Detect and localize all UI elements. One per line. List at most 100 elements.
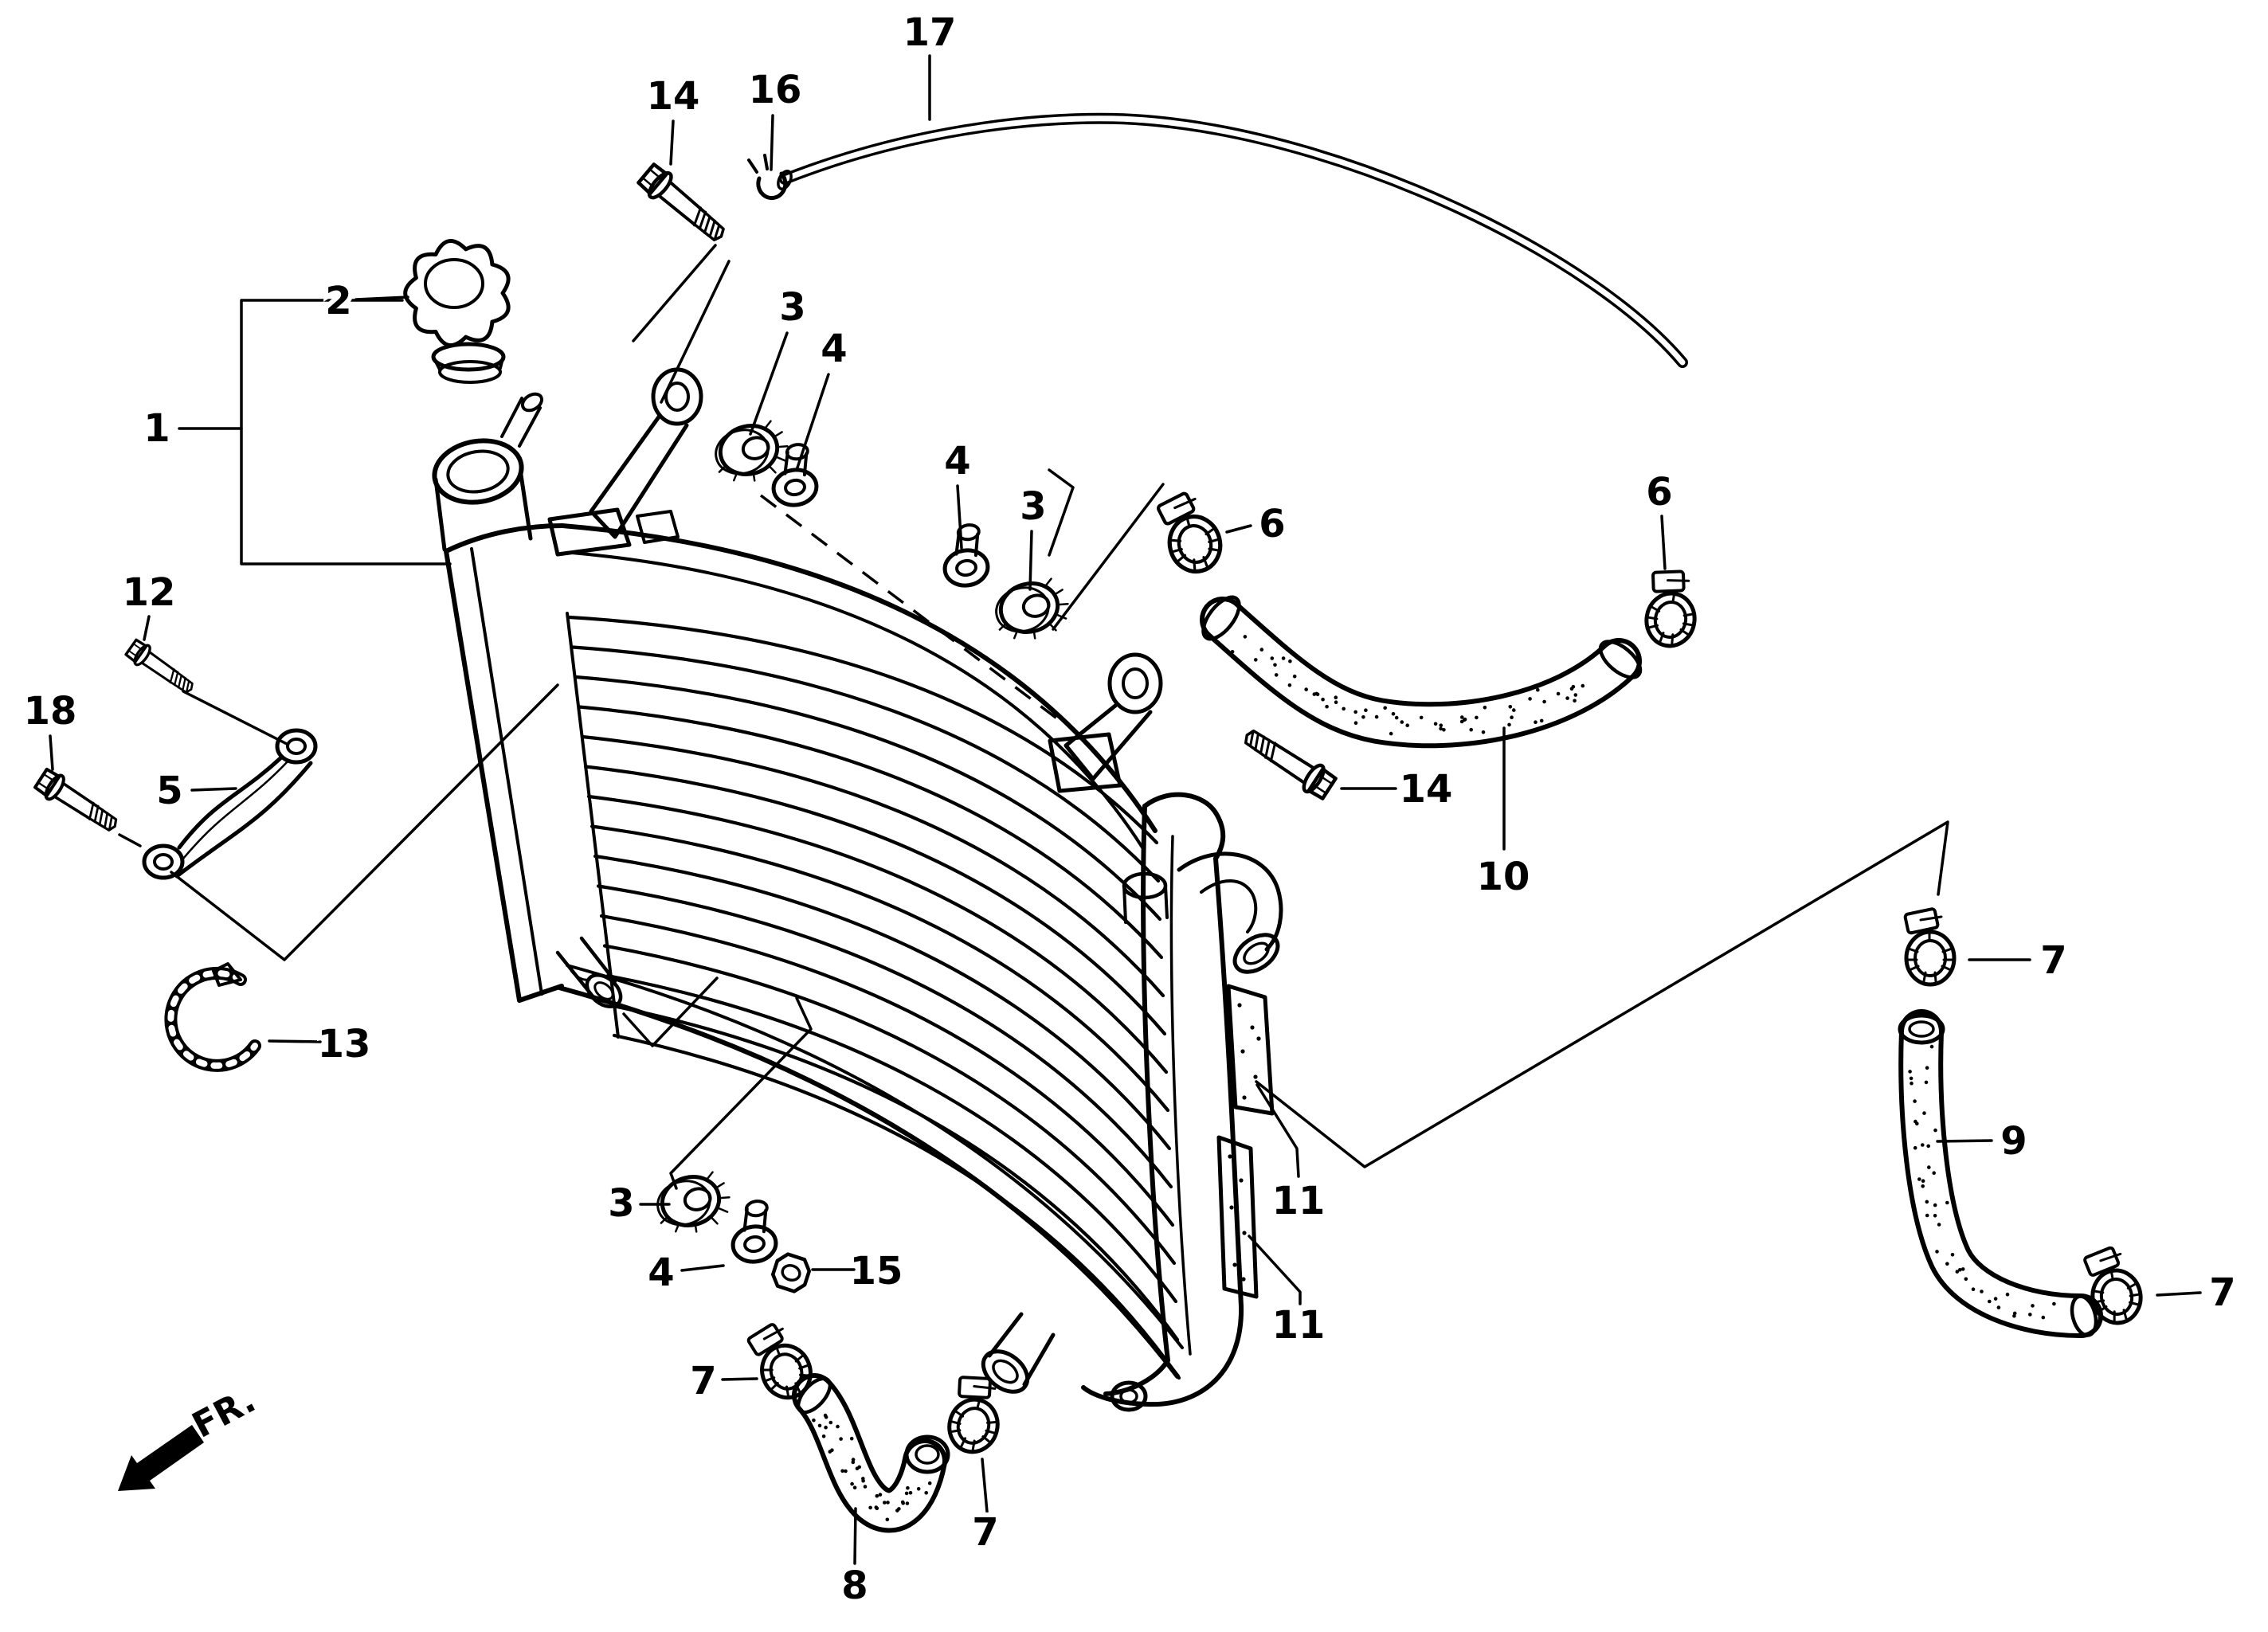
stipple-dot (1391, 712, 1396, 716)
part-number-label-15-24: 15 (850, 1249, 903, 1293)
core-left-edge (566, 612, 620, 1039)
stipple-dot (1913, 1099, 1917, 1103)
stipple-dot (2028, 1313, 2032, 1317)
fr-direction-indicator: FR. (118, 1380, 262, 1491)
stipple-dot (1993, 1297, 1998, 1301)
stipple-dot (1334, 695, 1338, 699)
part-number-label-7-26: 7 (972, 1510, 998, 1555)
stipple-dot (1929, 1044, 1934, 1049)
callout-leader-line (143, 615, 151, 641)
stipple-dot (861, 1478, 865, 1483)
stipple-dot (1325, 704, 1329, 709)
stipple-dot (824, 1425, 828, 1430)
core-fin (599, 914, 1175, 1227)
mount-collar-4b (939, 523, 990, 589)
fr-arrow-icon (118, 1425, 204, 1491)
stipple-dot (1353, 710, 1357, 714)
stipple-dot (1927, 1165, 1931, 1169)
part-number-label-13-16: 13 (318, 1022, 371, 1066)
stipple-dot (1573, 699, 1577, 703)
callout-leader-line (354, 295, 409, 301)
stipple-dot (1439, 726, 1443, 731)
pointer-line (660, 260, 731, 404)
part-number-label-14-11: 14 (647, 74, 700, 119)
stipple-dot (908, 1490, 913, 1495)
callout-leader-line (1248, 1235, 1302, 1305)
callout-leader-line (49, 734, 54, 771)
core-fin (605, 973, 1178, 1304)
stipple-dot (2041, 1315, 2046, 1320)
stipple-dot (868, 1505, 872, 1510)
stipple-dot (1913, 1145, 1917, 1150)
stipple-dot (897, 1507, 901, 1511)
stipple-dot (1922, 1111, 1926, 1115)
stipple-dot (1442, 728, 1446, 732)
core-fin (593, 854, 1172, 1151)
bottom-outlet-pipe (981, 1312, 1056, 1394)
stipple-dot (1935, 1250, 1939, 1254)
stipple-dot (904, 1491, 909, 1496)
stipple-dot (1483, 706, 1487, 710)
part-number-label-5-10: 5 (156, 769, 182, 813)
stipple-dot (1910, 1081, 1914, 1086)
stipple-dot (1528, 697, 1532, 701)
pointer-line (170, 683, 559, 961)
part-number-label-8-27: 8 (841, 1564, 868, 1608)
part-number-label-18-9: 18 (24, 689, 77, 734)
callout-leader-line (770, 114, 774, 171)
stipple-dot (1394, 715, 1399, 720)
stipple-dot (1273, 663, 1277, 667)
stipple-dot (1353, 721, 1358, 725)
part-number-label-2-1: 2 (325, 279, 351, 323)
stipple-dot (878, 1493, 883, 1497)
flange-bolt-18 (33, 767, 122, 838)
stipple-dot (1961, 1267, 1965, 1271)
upper-bracket-lug-1 (547, 367, 703, 557)
stipple-dot (1364, 708, 1368, 712)
stipple-dot (905, 1501, 910, 1505)
side-seal-pad-11a (1226, 984, 1275, 1116)
left-tank-bottom (517, 984, 564, 1003)
callout-leader-line (680, 1264, 725, 1272)
stipple-dot (857, 1465, 861, 1470)
callout-leader-line (1028, 530, 1033, 591)
stipple-dot (830, 1448, 834, 1452)
stipple-dot (1932, 1171, 1936, 1175)
part-number-label-6-6: 6 (1259, 502, 1285, 546)
hose-clamp-6b (1641, 566, 1703, 650)
pointer-line (1048, 468, 1075, 557)
stay-bracket-5 (142, 728, 318, 880)
hose-clamp-7d (942, 1371, 1010, 1457)
flange-nut-15 (770, 1252, 813, 1294)
stipple-dot (1281, 656, 1286, 660)
part-number-label-10-15: 10 (1477, 855, 1530, 899)
stipple-dot (1270, 656, 1275, 660)
stipple-dot (1945, 1262, 1949, 1266)
callout-leader-line (1225, 524, 1252, 534)
assembly-pointer-lines (170, 244, 1949, 1190)
stipple-dot (844, 1469, 848, 1473)
core-fin (574, 675, 1162, 922)
stipple-dot (1945, 1200, 1949, 1205)
callout-leader-line (721, 1377, 758, 1381)
hose-clamp-7a (1905, 909, 1954, 984)
stipple-dot (1304, 687, 1308, 691)
tank-bottom-ring (1110, 1380, 1148, 1412)
stipple-dot (1988, 1299, 1992, 1304)
stipple-dot (901, 1501, 905, 1505)
stipple-dot (1573, 693, 1578, 697)
callout-leader-line (240, 299, 452, 566)
callout-leader-line (118, 833, 142, 847)
stipple-dot (1565, 696, 1569, 700)
stipple-dot (1921, 1143, 1925, 1147)
stipple-dot (1510, 715, 1514, 719)
part-number-label-4-4: 4 (944, 439, 970, 483)
band-clamp-13 (164, 962, 261, 1072)
outlet-hose-9 (1898, 1009, 2103, 1338)
stipple-dot (1405, 723, 1409, 727)
stipple-dot (1230, 650, 1235, 654)
cap-knurled-knob (403, 239, 511, 347)
stipple-dot (863, 1485, 868, 1489)
part-number-label-3-2: 3 (779, 285, 805, 330)
